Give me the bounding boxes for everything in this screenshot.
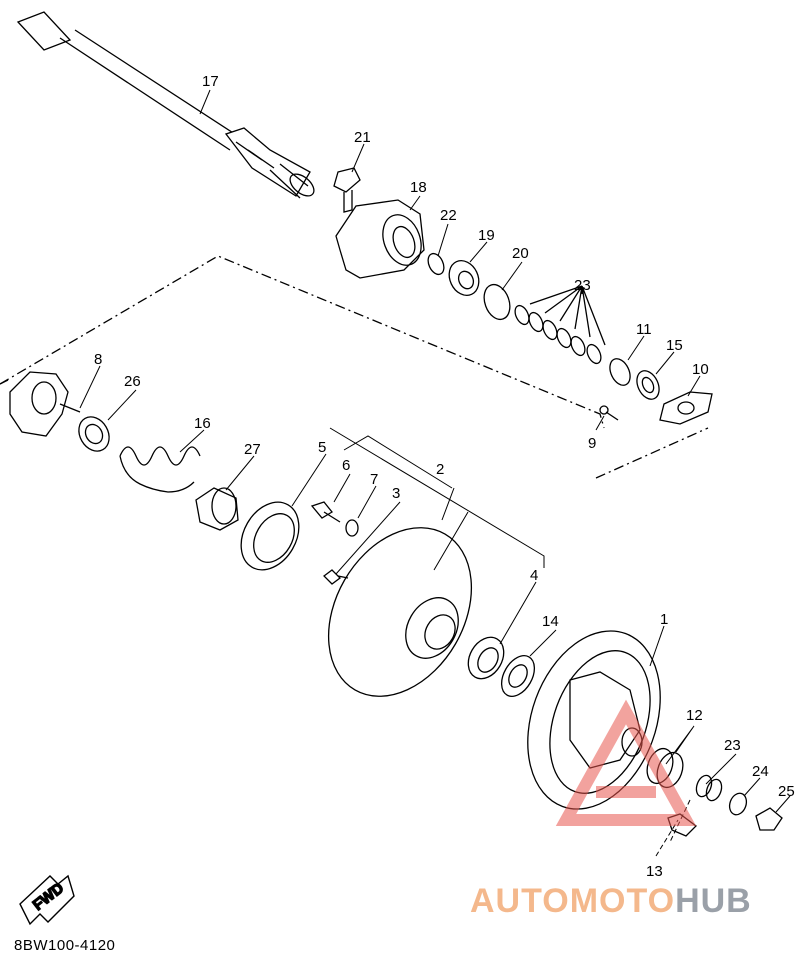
callout-13: 13 <box>646 863 663 880</box>
callout-18: 18 <box>410 179 427 196</box>
callouts: 17 21 18 22 19 20 23 11 15 10 9 8 26 16 … <box>94 73 795 880</box>
part-16-spring <box>119 446 201 493</box>
part-17-drive-shaft <box>16 11 315 199</box>
callout-5: 5 <box>318 439 326 456</box>
part-24-washer <box>728 792 748 816</box>
part-10-plate <box>659 391 713 425</box>
callout-27: 27 <box>244 441 261 458</box>
callout-16: 16 <box>194 415 211 432</box>
callout-8: 8 <box>94 351 102 368</box>
watermark-logo <box>555 699 697 826</box>
watermark-part2: HUB <box>675 882 752 920</box>
part-7-washer <box>345 519 359 537</box>
part-27-collar <box>195 487 239 531</box>
part-22-circlip <box>427 252 445 276</box>
fwd-arrow-icon: FWD <box>19 874 75 926</box>
callout-1: 1 <box>660 611 668 628</box>
callout-23-lower: 23 <box>724 737 741 754</box>
part-8-cam <box>9 371 81 437</box>
callout-17: 17 <box>202 73 219 90</box>
part-4-bearing <box>467 636 505 680</box>
part-6-bolt <box>310 501 341 523</box>
callout-4: 4 <box>530 567 538 584</box>
part-3-bolt <box>323 569 349 585</box>
assembly-outline <box>0 255 709 479</box>
callout-3: 3 <box>392 485 400 502</box>
callout-2: 2 <box>436 461 444 478</box>
callout-19: 19 <box>478 227 495 244</box>
callout-11: 11 <box>636 321 652 338</box>
part-5-ring <box>240 501 300 571</box>
callout-14: 14 <box>542 613 559 630</box>
callout-6: 6 <box>342 457 350 474</box>
callout-15: 15 <box>666 337 683 354</box>
watermark-part1: AUTOMOTO <box>470 882 676 920</box>
watermark-text: AUTOMOTOHUB <box>470 882 752 921</box>
callout-26: 26 <box>124 373 141 390</box>
callout-10: 10 <box>692 361 709 378</box>
part-9-screw <box>599 405 619 421</box>
callout-12: 12 <box>686 707 703 724</box>
part-26-washer <box>78 416 110 452</box>
part-23-shim-set <box>514 285 606 365</box>
part-15-washer <box>636 370 660 400</box>
callout-7: 7 <box>370 471 378 488</box>
callout-20: 20 <box>512 245 529 262</box>
callout-24: 24 <box>752 763 769 780</box>
callout-23-upper: 23 <box>574 277 591 294</box>
part-25-bolt <box>755 807 783 831</box>
callout-21: 21 <box>354 129 371 146</box>
callout-22: 22 <box>440 207 457 224</box>
part-21-bolt <box>333 167 361 213</box>
diagram-code: 8BW100-4120 <box>14 937 116 954</box>
part-11-seal <box>609 358 631 386</box>
callout-25: 25 <box>778 783 795 800</box>
part-20-circlip <box>483 283 511 321</box>
part-14-washer <box>500 655 536 697</box>
part-2-disc <box>327 527 473 697</box>
part-23-shim-pair <box>695 774 723 802</box>
part-19-bearing <box>448 259 480 297</box>
part-1-ring-gear <box>527 630 661 810</box>
callout-9: 9 <box>588 435 596 452</box>
part-18-bracket <box>335 199 425 279</box>
